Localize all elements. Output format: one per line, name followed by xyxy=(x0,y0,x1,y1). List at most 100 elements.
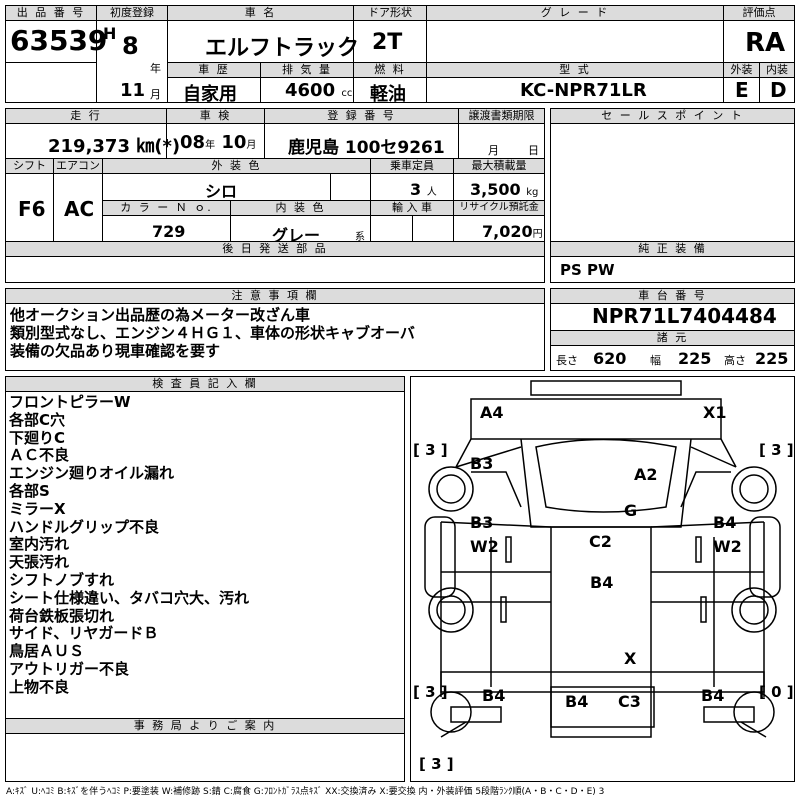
inspector-block xyxy=(5,376,405,782)
inspection-value: 08年 10月 xyxy=(180,132,256,153)
insp-month-unit: 月 xyxy=(246,140,257,151)
score-label: 評価点 xyxy=(724,6,794,21)
load-unit: kg xyxy=(526,187,539,198)
door-type: 2T xyxy=(372,30,403,55)
top-header-block xyxy=(5,5,795,103)
tire-front-right: [ 3 ] xyxy=(759,441,794,459)
inspector-line: ハンドルグリップ不良 xyxy=(9,517,160,536)
int-color-unit: 系 xyxy=(355,232,365,243)
tire-spare: [ 3 ] xyxy=(419,755,454,773)
tire-rear-right: [ 0 ] xyxy=(759,683,794,701)
inspector-line: フロントピラーW xyxy=(9,393,131,411)
lot-no-label: 出 品 番 号 xyxy=(6,6,96,21)
ac-value: AC xyxy=(64,197,95,221)
reg-year: 8 xyxy=(122,32,139,60)
details-block xyxy=(5,108,545,283)
width-value: 225 xyxy=(678,349,712,368)
damage-b4-bottom-left: B4 xyxy=(482,686,506,705)
load-number: 3,500 xyxy=(470,180,521,199)
inspector-line: 室内汚れ xyxy=(9,535,70,554)
color-no-label: カ ラ ー Ｎ ｏ. xyxy=(103,201,230,216)
inspector-line: 鳥居ＡＵＳ xyxy=(9,642,85,661)
ext-grade: E xyxy=(735,78,749,102)
capacity-unit: 人 xyxy=(426,187,437,198)
mileage-value: 219,373 ㎞(*) xyxy=(48,136,181,157)
equipment-label: 純 正 装 備 xyxy=(551,242,794,257)
inspector-line: ＡＣ不良 xyxy=(9,446,70,465)
damage-w2-left: W2 xyxy=(470,537,499,556)
displacement-value: 4600 cc xyxy=(285,80,352,101)
damage-b3-left: B3 xyxy=(470,513,494,532)
ext-color-label: 外 装 色 xyxy=(103,159,370,174)
chassis-label: 車 台 番 号 xyxy=(551,289,794,304)
inspector-line: ミラーX xyxy=(9,499,66,518)
reg-year-unit: 年 xyxy=(150,62,161,75)
damage-x1: X1 xyxy=(703,403,727,422)
width-label: 幅 xyxy=(650,354,661,367)
door-label: ドア形状 xyxy=(354,6,426,21)
recycle-label: リサイクル預託金 xyxy=(454,201,544,216)
length-value: 620 xyxy=(593,349,627,368)
history-value: 自家用 xyxy=(183,84,237,105)
legend-text: A:ｷｽﾞ U:ﾍｺﾐ B:ｷｽﾞを伴うﾍｺﾐ P:要塗装 W:補修跡 S:錆 … xyxy=(6,787,605,797)
fuel-value: 軽油 xyxy=(370,84,406,105)
displacement-unit: cc xyxy=(341,88,353,99)
height-label: 高さ xyxy=(724,354,746,367)
damage-g: G xyxy=(624,501,638,520)
damage-a2: A2 xyxy=(634,465,658,484)
equipment-value: PS PW xyxy=(560,261,615,279)
inspector-line: 各部C穴 xyxy=(9,410,66,429)
int-grade: D xyxy=(770,78,787,102)
inspector-line: シフトノブすれ xyxy=(9,570,115,589)
sales-block xyxy=(550,108,795,283)
inspector-line: シート仕様違い、タバコ穴大、汚れ xyxy=(9,588,250,607)
first-reg-label: 初度登録 xyxy=(97,6,167,21)
displacement-number: 4600 xyxy=(285,80,336,101)
car-name: エルフトラック xyxy=(205,36,360,61)
damage-b4-bottom-mid: B4 xyxy=(565,692,589,711)
recycle-value: 7,020円 xyxy=(482,222,543,241)
capacity-label: 乗車定員 xyxy=(371,159,453,174)
reg-month-unit: 月 xyxy=(150,88,161,101)
car-name-label: 車 名 xyxy=(168,6,353,21)
capacity-number: 3 xyxy=(410,180,422,199)
truck-outline-diagram xyxy=(424,380,781,738)
inspector-label: 検 査 員 記 入 欄 xyxy=(6,377,404,392)
transfer-label: 譲渡書類期限 xyxy=(459,109,544,124)
recycle-number: 7,020 xyxy=(482,222,533,241)
office-label: 事 務 局 よ り ご 案 内 xyxy=(6,719,404,734)
inspector-line: サイド、リヤガードＢ xyxy=(9,624,159,643)
damage-b3-top: B3 xyxy=(470,454,494,473)
insp-year-unit: 年 xyxy=(205,140,216,151)
mileage-label: 走 行 xyxy=(6,109,166,124)
later-parts-label: 後 日 発 送 部 品 xyxy=(6,242,544,257)
transfer-month: 月 xyxy=(488,144,499,157)
ext-color-value: シロ xyxy=(205,182,238,201)
notes-block xyxy=(5,288,545,371)
length-label: 長さ xyxy=(556,354,578,367)
insp-month: 10 xyxy=(221,132,247,153)
height-value: 225 xyxy=(755,349,789,368)
damage-x: X xyxy=(624,649,637,668)
notes-line: 類別型式なし、エンジン４ＨＧ１、車体の形状キャブオーバ xyxy=(10,324,415,343)
inspector-line: 荷台鉄板張切れ xyxy=(9,606,115,625)
damage-b4-mid: B4 xyxy=(590,573,614,592)
lot-number: 63539 xyxy=(10,24,108,57)
fuel-label: 燃 料 xyxy=(354,63,426,78)
inspector-line: 上物不良 xyxy=(9,677,70,696)
reg-era: H xyxy=(103,24,117,43)
plate-value: 鹿児島 100セ9261 xyxy=(288,138,445,158)
chassis-block xyxy=(550,288,795,371)
damage-w2-right: W2 xyxy=(713,537,742,556)
damage-b4-right: B4 xyxy=(713,513,737,532)
dims-label: 諸 元 xyxy=(551,331,794,346)
insp-year: 08 xyxy=(180,132,206,153)
transfer-day: 日 xyxy=(528,144,539,157)
reg-month: 11 xyxy=(120,80,146,101)
notes-line: 他オークション出品歴の為メーター改ざん車 xyxy=(10,306,311,324)
inspector-line: エンジン廻りオイル漏れ xyxy=(9,464,175,483)
grade-label: グ レ ー ド xyxy=(427,6,723,21)
ac-label: エアコン xyxy=(54,159,102,174)
chassis-number: NPR71L7404484 xyxy=(592,304,777,328)
